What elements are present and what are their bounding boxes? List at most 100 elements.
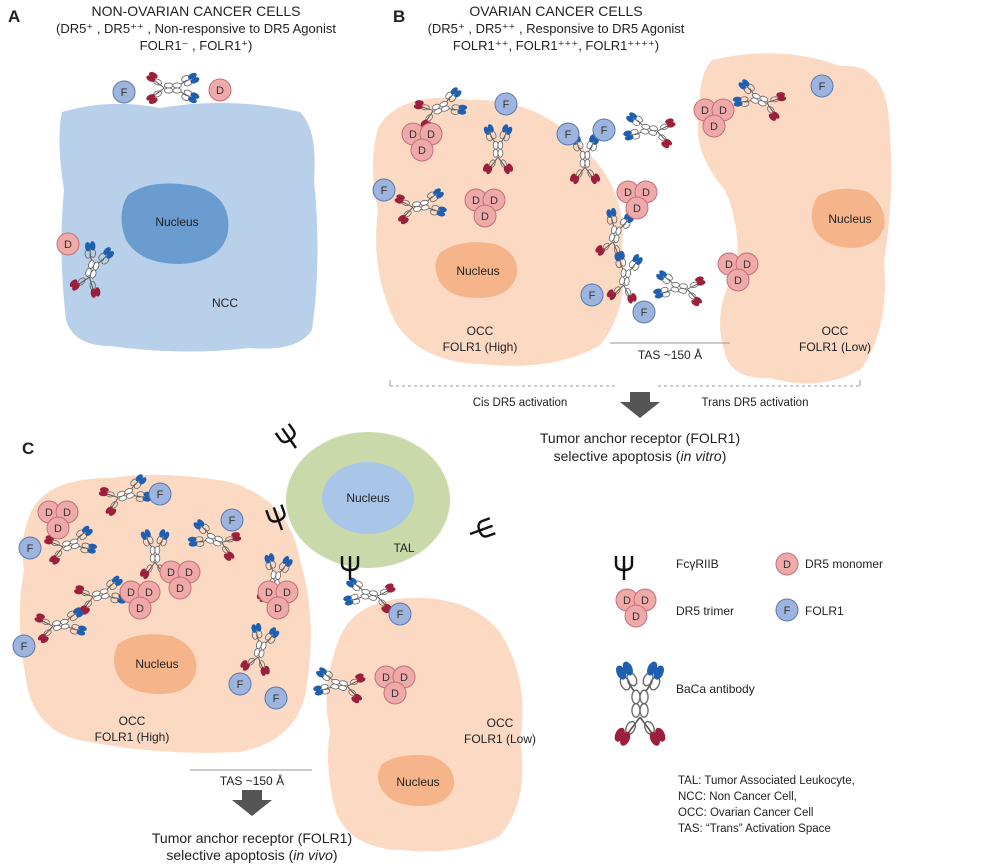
occ-left-c-label: OCC [118,714,146,728]
folr1-letter: F [589,290,596,302]
folr1-letter: F [397,609,404,621]
trimer-c-4-c: D [266,596,290,620]
trimer-c-3-c: D [128,596,152,620]
panel-b-letter: B [393,7,406,26]
panel-c-letter: C [22,439,35,458]
occ-right-c-sub: FOLR1 (Low) [463,732,537,746]
dr5-letter: D [185,567,193,579]
dr5-letter: D [216,85,224,97]
panel-b-title: OVARIAN CANCER CELLS [469,3,643,19]
tal-label: TAL [393,541,415,555]
nucleus-left-c-label: Nucleus [135,657,179,671]
occ-high-cell-b [373,97,624,366]
occ-right-b-label: OCC [821,324,849,338]
dr5-letter: D [64,239,72,251]
dr5-letter: D [633,203,641,215]
occ-nucleus-right-b [811,188,885,248]
trans-activation-label: Trans DR5 activation [701,397,809,409]
legend-folr1-icon: F [775,598,799,622]
folr1-c-3: F [220,508,244,532]
caption-c-line2: selective apoptosis (in vivo) [166,847,338,863]
dr5-letter: D [136,603,144,615]
folr1-letter: F [601,125,608,137]
occ-low-cell-b [697,53,892,384]
folr1-b-7: F [632,300,656,324]
dr5-letter: D [701,105,709,117]
folr1-letter: F [641,307,648,319]
folr1-letter: F [21,641,28,653]
dr5-letter: D [418,145,426,157]
folr1-letter: F [819,81,826,93]
dr5-letter: D [427,129,435,141]
legend-baca-glyph [611,659,669,749]
dr5-letter: D [283,587,291,599]
caption-c-line1: Tumor anchor receptor (FOLR1) [151,830,353,846]
abbrev-tas: TAS: “Trans” Activation Space [678,823,831,835]
folr1-letter: F [27,543,34,555]
tal-nucleus-label: Nucleus [346,491,390,505]
dr5-letter: D [642,187,650,199]
antibody-b-9 [650,266,709,309]
dr5-letter: D [641,595,649,607]
ncc-nucleus-label: Nucleus [155,215,199,229]
folr1-letter: F [784,605,791,617]
dr5-letter: D [632,611,640,623]
fcgr-c-4 [466,517,497,543]
dr5-letter: D [490,195,498,207]
nucleus-left-b-label: Nucleus [456,264,500,278]
legend-folr1-label: FOLR1 [805,604,844,618]
dr5-letter: D [725,259,733,271]
dr5-letter: D [624,187,632,199]
legend-dr5-trimer-label: DR5 trimer [676,604,735,618]
legend-fcgr-glyph [614,554,634,582]
panel-a-letter: A [8,7,21,26]
antibody-b-5 [620,108,679,151]
folr1-letter: F [381,185,388,197]
occ-right-b-sub: FOLR1 (Low) [798,340,872,354]
trimer-b-3-c: D [625,196,649,220]
occ-left-b-sub: FOLR1 (High) [442,340,518,354]
dr5-letter: D [472,195,480,207]
folr1-c-6: F [264,686,288,710]
legend-dr5-monomer-label: DR5 monomer [805,557,884,571]
folr1-b-2: F [372,178,396,202]
dr5-letter: D [719,105,727,117]
tas-label-b: TAS ~150 Å [637,348,703,362]
trimer-c-1-c: D [46,516,70,540]
dr5-letter: D [265,587,273,599]
dr5-letter: D [623,595,631,607]
antibody-a-top [144,70,201,106]
dr5-a-left: D [56,232,80,256]
dr5-letter: D [481,211,489,223]
legend-fcgr-label: FcγRIIB [676,557,719,571]
dr5-letter: D [167,567,175,579]
panel-a-title: NON-OVARIAN CANCER CELLS [91,3,301,19]
caption-b-line1: Tumor anchor receptor (FOLR1) [539,430,741,446]
folr1-b-6: F [580,283,604,307]
dr5-letter: D [400,672,408,684]
panel-a-line3: FOLR1⁻ , FOLR1⁺) [139,38,253,53]
dr5-letter: D [710,121,718,133]
dr5-letter: D [743,259,751,271]
tal-nucleus [322,462,414,534]
dr5-letter: D [54,523,62,535]
folr1-letter: F [229,515,236,527]
occ-low-cell-c [326,597,523,852]
dr5-letter: D [274,603,282,615]
folr1-b-1: F [494,92,518,116]
folr1-c-7: F [388,602,412,626]
occ-nucleus-right-c [378,755,455,806]
folr1-c-5: F [228,672,252,696]
down-arrow-c [232,790,272,816]
legend-baca-label: BaCa antibody [676,682,755,696]
dr5-letter: D [45,507,53,519]
occ-nucleus-left-c [114,634,197,694]
folr1-b-4: F [592,118,616,142]
folr1-letter: F [503,99,510,111]
dr5-letter: D [409,129,417,141]
dr5-letter: D [63,507,71,519]
panel-b-line2: (DR5⁺ , DR5⁺⁺ , Responsive to DR5 Agonis… [427,21,685,36]
folr1-b-3: F [556,122,580,146]
folr1-c-2: F [18,536,42,560]
